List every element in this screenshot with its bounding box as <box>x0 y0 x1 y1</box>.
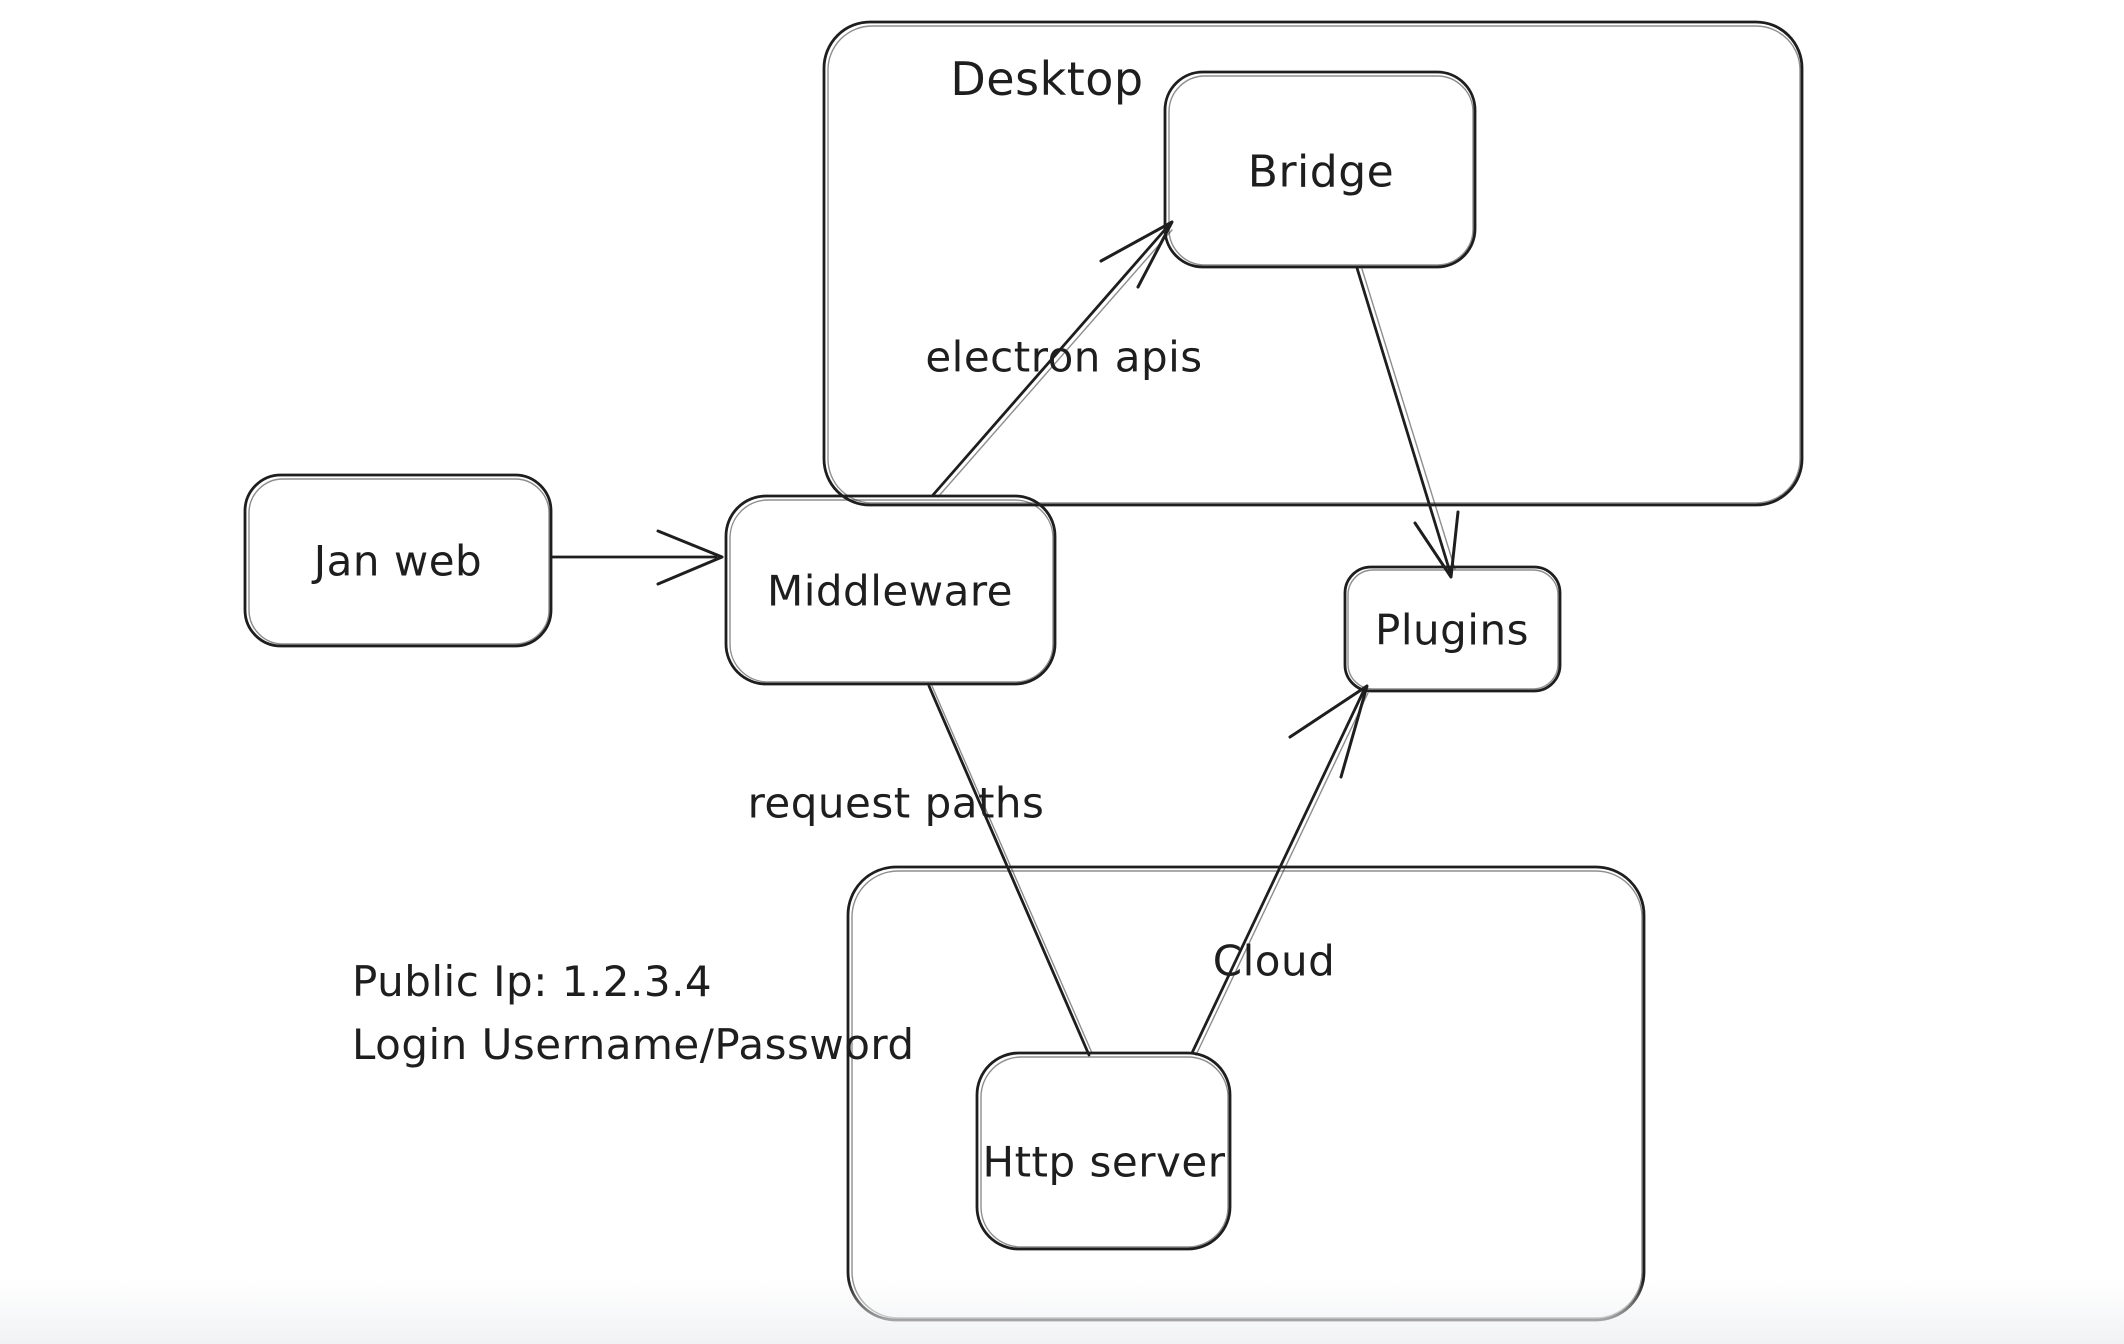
bridge-node-box <box>1163 70 1477 269</box>
cloud-container-box <box>846 865 1646 1322</box>
desktop-container-label: Desktop <box>950 52 1144 106</box>
middleware-node-box <box>724 494 1057 686</box>
middleware-node-label: Middleware <box>766 566 1014 616</box>
edge-middleware-to-bridge <box>931 220 1174 498</box>
annotation-login: Login Username/Password <box>352 1020 915 1069</box>
edge-label-electron-apis: electron apis <box>925 332 1203 382</box>
edge-janweb-to-middleware <box>550 529 724 586</box>
arrowhead <box>656 529 724 586</box>
edge-httpserver-to-plugins <box>1190 684 1369 1056</box>
annotation-public-ip: Public Ip: 1.2.3.4 <box>352 957 713 1006</box>
edge-middleware-to-httpserver <box>927 684 1093 1057</box>
http-server-node-label: Http server <box>982 1137 1226 1187</box>
desktop-container-box <box>822 20 1804 507</box>
annotation-block: Public Ip: 1.2.3.4 Login Username/Passwo… <box>352 950 915 1076</box>
bridge-node-label: Bridge <box>1247 146 1395 198</box>
cloud-container-label: Cloud <box>1212 936 1336 986</box>
jan-web-node-label: Jan web <box>313 536 483 586</box>
arrowhead <box>1099 220 1174 289</box>
edge-bridge-to-plugins <box>1355 266 1460 579</box>
page-bottom-gradient <box>0 1280 2124 1344</box>
edge-label-request-paths: request paths <box>747 778 1045 828</box>
http-server-node-box <box>975 1051 1232 1251</box>
arrowhead <box>1288 684 1369 779</box>
arrowhead <box>1413 510 1460 579</box>
jan-web-node-box <box>243 473 553 648</box>
plugins-node-label: Plugins <box>1375 605 1529 655</box>
